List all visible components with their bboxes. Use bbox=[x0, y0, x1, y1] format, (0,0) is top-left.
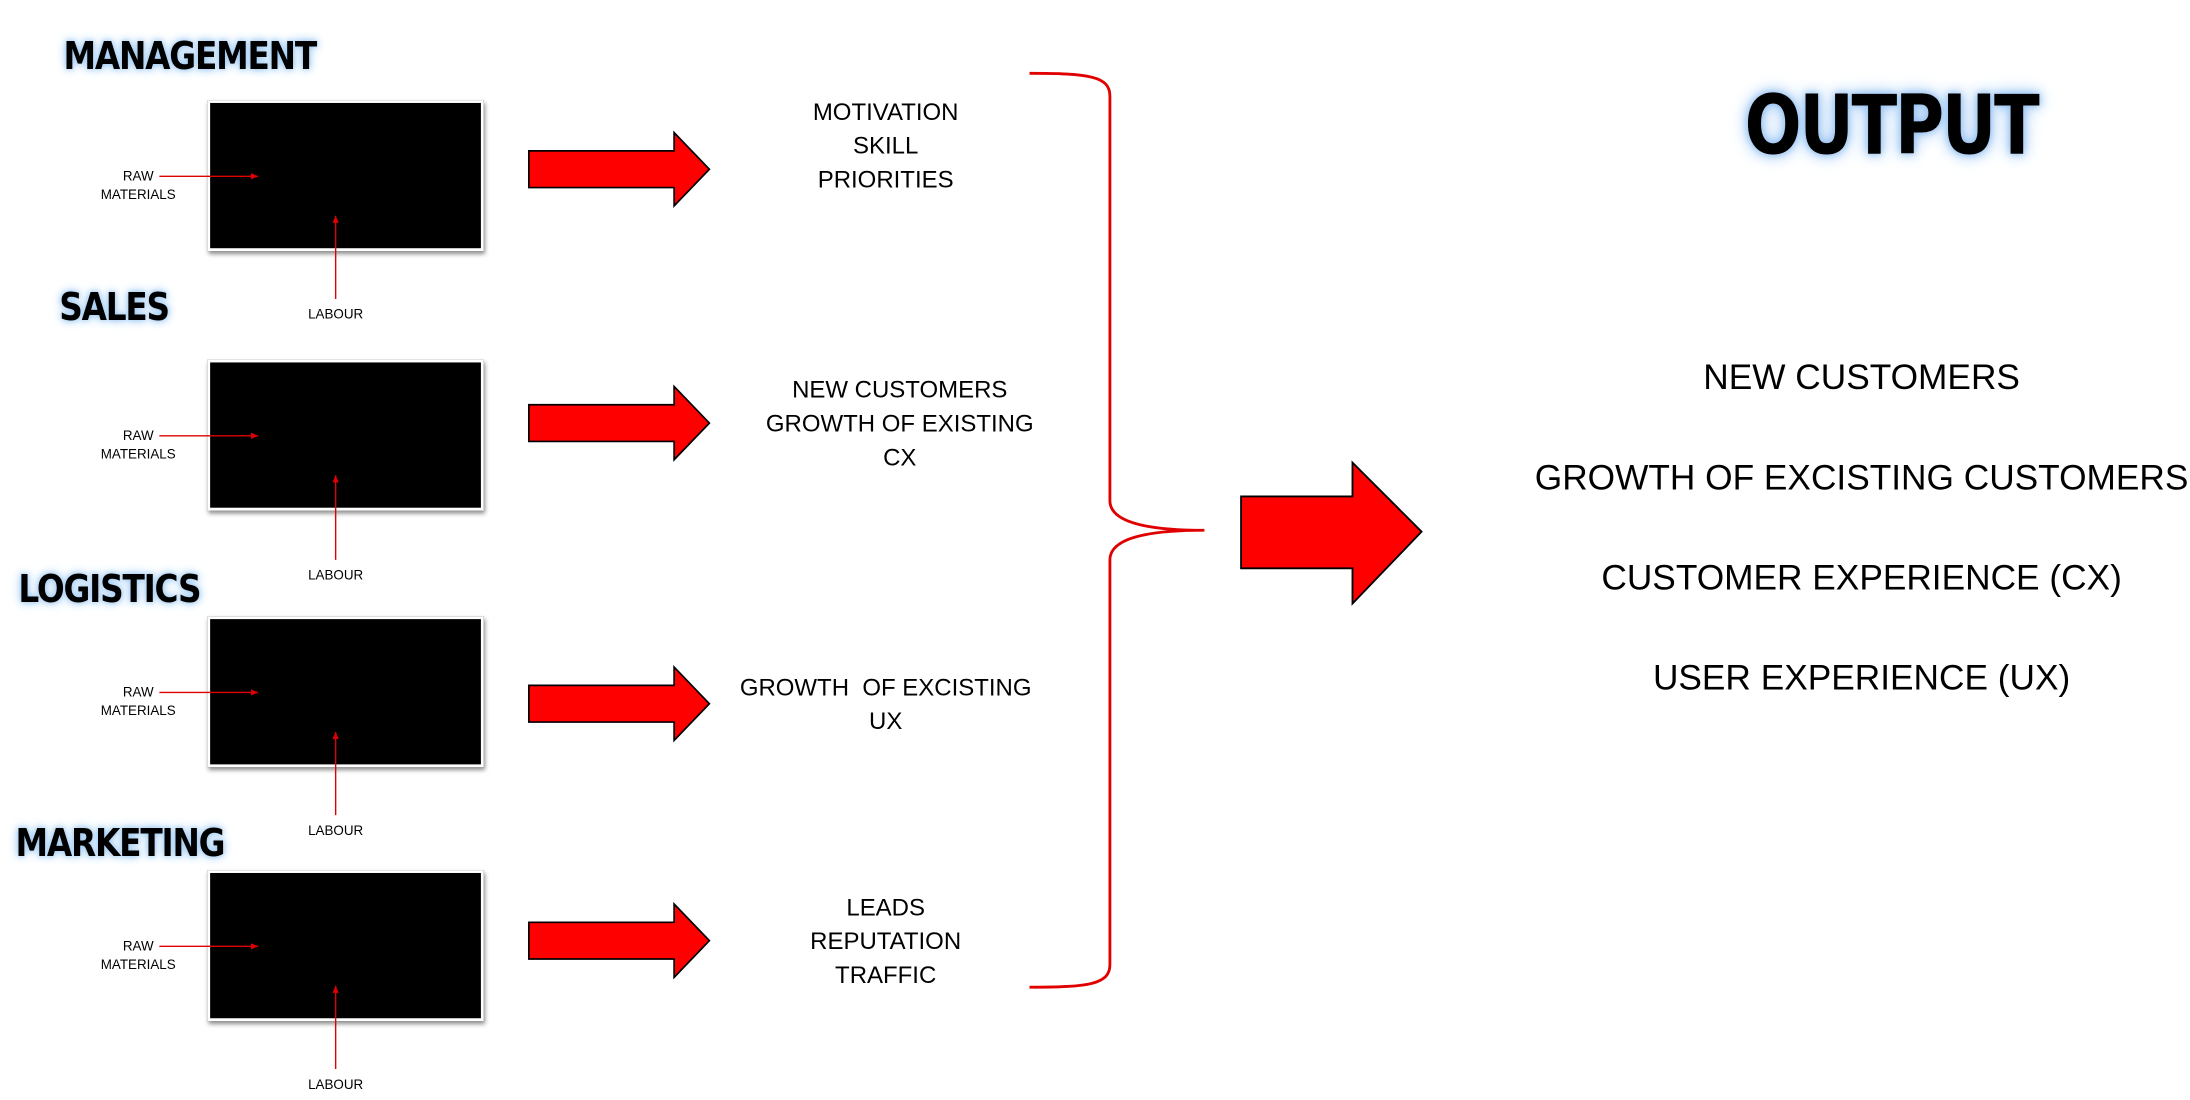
materials-label-line: MATERIALS bbox=[100, 446, 176, 462]
output-item: USER EXPERIENCE (UX) bbox=[1652, 658, 2071, 699]
output-line: UX bbox=[869, 707, 903, 735]
raw-label-line: RAW bbox=[122, 685, 154, 701]
dept-outputs-marketing: LEADS REPUTATION TRAFFIC bbox=[745, 891, 1027, 993]
dept-title-logistics: LOGISTICS bbox=[18, 568, 201, 613]
output-line: PRIORITIES bbox=[817, 166, 954, 194]
materials-label-line: MATERIALS bbox=[100, 186, 176, 203]
right-block-arrow-icon bbox=[528, 664, 711, 743]
right-block-arrow-icon bbox=[528, 384, 711, 462]
output-line: TRAFFIC bbox=[835, 961, 937, 989]
dept-outputs-logistics: GROWTH OF EXCISTING UX bbox=[731, 671, 1041, 739]
right-block-arrow-icon bbox=[528, 901, 711, 980]
dept-outputs-sales: NEW CUSTOMERS GROWTH OF EXISTING CX bbox=[745, 374, 1055, 476]
materials-label-line: MATERIALS bbox=[100, 956, 176, 973]
raw-materials-label-marketing: RAW MATERIALS bbox=[96, 939, 181, 974]
labour-label-management: LABOUR bbox=[308, 307, 364, 323]
dept-title-management: MANAGEMENT bbox=[63, 35, 317, 79]
raw-materials-label-sales: RAW MATERIALS bbox=[96, 429, 181, 464]
output-title: OUTPUT bbox=[1744, 77, 2040, 174]
output-item: NEW CUSTOMERS bbox=[1703, 358, 2020, 398]
output-item: GROWTH OF EXCISTING CUSTOMERS bbox=[1534, 458, 2189, 498]
output-line: NEW CUSTOMERS bbox=[792, 376, 1008, 404]
raw-label-line: RAW bbox=[122, 169, 154, 185]
raw-label-line: RAW bbox=[122, 428, 154, 445]
output-line: REPUTATION bbox=[810, 927, 962, 955]
raw-materials-label-logistics: RAW MATERIALS bbox=[96, 685, 181, 720]
right-block-arrow-icon bbox=[528, 130, 711, 209]
output-line: MOTIVATION bbox=[812, 98, 959, 126]
labour-label-marketing: LABOUR bbox=[308, 1077, 364, 1093]
dept-title-marketing: MARKETING bbox=[15, 822, 226, 866]
raw-materials-label-management: RAW MATERIALS bbox=[96, 169, 181, 204]
labour-label-sales: LABOUR bbox=[308, 568, 364, 584]
right-block-arrow-icon bbox=[1240, 460, 1423, 606]
output-line: GROWTH OF EXISTING bbox=[765, 410, 1034, 438]
output-line: CX bbox=[883, 444, 917, 472]
dept-title-sales: SALES bbox=[59, 286, 170, 331]
labour-label-logistics: LABOUR bbox=[308, 823, 364, 840]
output-line: LEADS bbox=[846, 894, 925, 921]
output-line: SKILL bbox=[853, 132, 919, 160]
output-item: CUSTOMER EXPERIENCE (CX) bbox=[1601, 558, 2122, 598]
output-line: GROWTH OF EXCISTING bbox=[739, 674, 1032, 701]
raw-label-line: RAW bbox=[122, 939, 154, 955]
dept-outputs-management: MOTIVATION SKILL PRIORITIES bbox=[745, 96, 1027, 198]
right-curly-brace-icon bbox=[1029, 71, 1205, 989]
materials-label-line: MATERIALS bbox=[100, 703, 176, 719]
